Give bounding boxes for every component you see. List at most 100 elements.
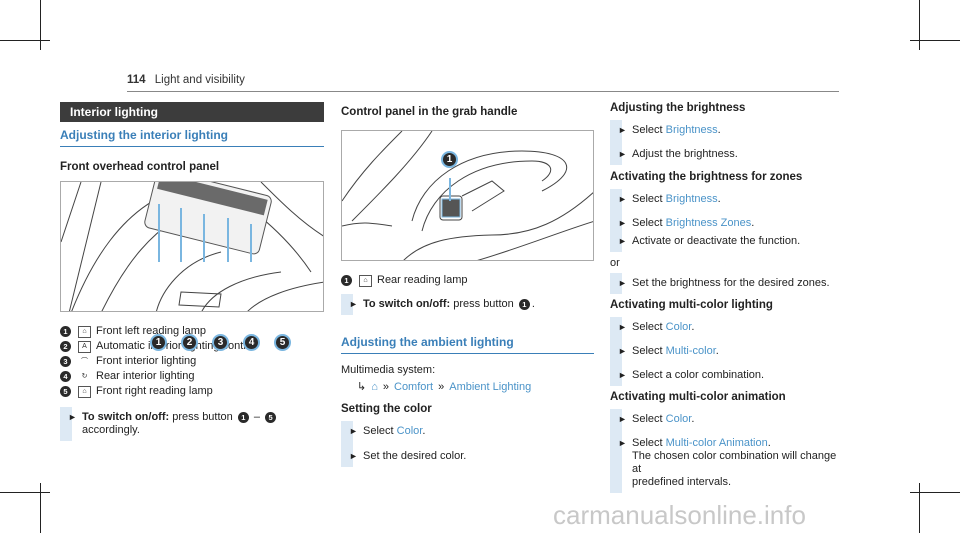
multicolor-steps: ►Select Color. ►Select Multi-color. ►Sel… — [610, 317, 840, 386]
step-text: Select — [632, 413, 663, 425]
legend-number: 5 — [60, 386, 71, 397]
menu-link-color: Color — [665, 321, 692, 333]
right-column: Adjusting the brightness ►Select Brightn… — [610, 102, 840, 493]
menu-link-color: Color — [665, 413, 692, 425]
overhead-panel-figure: 1 2 3 4 5 — [60, 181, 324, 351]
step-end: . — [422, 425, 426, 437]
step-text: Select — [632, 217, 663, 229]
step-end: . — [751, 217, 755, 229]
step-item: ► Set the brightness for the desired zone… — [610, 277, 840, 290]
reading-lamp-icon: ⌂ — [78, 325, 91, 338]
step-item: ► Set the desired color. — [341, 450, 594, 463]
arrow-right-icon: ► — [618, 218, 627, 228]
step-band — [341, 294, 353, 315]
arrow-right-icon: ► — [618, 125, 627, 135]
step-item: ►Select Multi-color Animation. The chose… — [610, 437, 840, 489]
step-end: . — [767, 437, 771, 449]
step-item: ►Select Color. — [610, 321, 840, 334]
path-arrow-icon: ↳ — [357, 381, 367, 393]
step-text: press button — [172, 411, 233, 423]
arrow-right-icon: ► — [349, 426, 358, 436]
legend-number: 1 — [341, 275, 352, 286]
zone-steps: ► Select Brightness. ► Select Brightness Z… — [610, 189, 840, 252]
step-end: . — [691, 413, 695, 425]
crop-mark — [0, 492, 50, 493]
arrow-right-icon: ► — [618, 346, 627, 356]
arrow-right-icon: ► — [618, 438, 627, 448]
rear-interior-light-icon: ↻ — [81, 373, 88, 380]
legend-number: 2 — [60, 341, 71, 352]
grab-handle-illustration — [342, 131, 593, 260]
step-label: To switch on/off: — [363, 298, 451, 310]
step-item: ► To switch on/off: press button 1. — [341, 298, 594, 311]
legend-text: Rear reading lamp — [377, 274, 468, 286]
step-text: Select — [632, 345, 663, 357]
step-text: Select — [363, 425, 394, 437]
step-text: Set the brightness for the desired zones… — [632, 277, 830, 289]
callout-1: 1 — [441, 151, 458, 168]
overhead-panel-illustration — [61, 182, 323, 311]
heading-multicolor: Activating multi-color lighting — [610, 299, 773, 311]
step-band — [610, 409, 622, 493]
arrow-right-icon: ► — [68, 412, 77, 422]
crop-mark — [910, 40, 960, 41]
step-item: ►Select Brightness. — [610, 124, 840, 137]
legend-item: 1⌂Rear reading lamp — [341, 273, 594, 288]
menu-path: ↳ ⌂ » Comfort » Ambient Lighting — [341, 380, 594, 394]
heading-brightness: Adjusting the brightness — [610, 102, 746, 114]
arrow-right-icon: ► — [618, 149, 627, 159]
home-icon: ⌂ — [371, 380, 378, 393]
system-label: Multimedia system: — [341, 364, 436, 376]
button-ref-5: 5 — [265, 412, 277, 423]
page-title: Light and visibility — [154, 74, 245, 86]
button-ref-1: 1 — [518, 299, 530, 310]
front-interior-light-icon: ⌒ — [81, 358, 88, 365]
menu-link-brightness: Brightness — [665, 193, 718, 205]
figure-heading: Control panel in the grab handle — [341, 106, 518, 118]
setting-heading: Setting the color — [341, 403, 432, 415]
legend-item: 4↻Rear interior lighting — [60, 369, 324, 384]
step-band — [610, 189, 622, 252]
arrow-right-icon: ► — [618, 236, 627, 246]
menu-link-brightness-zones: Brightness Zones — [665, 217, 752, 229]
step-label: To switch on/off: — [82, 411, 170, 423]
step-text: Select — [632, 193, 663, 205]
switch-step: ► To switch on/off: press button 1. — [341, 294, 594, 315]
crop-mark — [40, 0, 41, 50]
step-item: ► Select Color. — [610, 413, 840, 426]
switch-step: ► To switch on/off: press button 1 – 5 a… — [60, 407, 324, 441]
legend-number: 3 — [60, 356, 71, 367]
path-ambient-lighting: Ambient Lighting — [449, 380, 532, 393]
step-band — [341, 421, 353, 467]
step-band — [610, 120, 622, 165]
step-band — [610, 317, 622, 386]
step-item: ►Adjust the brightness. — [610, 148, 840, 161]
legend-text: Front interior lighting — [96, 355, 197, 367]
animation-steps: ► Select Color. ►Select Multi-color Anima… — [610, 409, 840, 493]
legend-list: 1⌂Rear reading lamp — [341, 273, 594, 288]
watermark: carmanualsonline.info — [553, 500, 806, 530]
reading-lamp-icon: ⌂ — [78, 385, 91, 398]
heading-brightness-zones: Activating the brightness for zones — [610, 171, 803, 183]
step-item: ► Select Brightness Zones. — [610, 217, 840, 230]
step-end: . — [717, 193, 721, 205]
step-end: . — [717, 124, 721, 136]
crop-mark — [0, 40, 50, 41]
step-item: ► Select Color. — [341, 425, 594, 438]
arrow-right-icon: ► — [618, 194, 627, 204]
step-text: Activate or deactivate the function. — [632, 235, 801, 247]
step-text: Select — [632, 321, 663, 333]
arrow-right-icon: ► — [349, 451, 358, 461]
button-ref-1: 1 — [237, 412, 249, 423]
step-text: Select a color combination. — [632, 369, 765, 381]
left-column: Interior lighting Adjusting the interior… — [60, 102, 324, 441]
heading-multicolor-animation: Activating multi-color animation — [610, 391, 786, 403]
arrow-right-icon: ► — [618, 278, 627, 288]
step-item: ► Activate or deactivate the function. — [610, 235, 840, 248]
legend-text: Front left reading lamp — [96, 325, 207, 337]
legend-item: 1⌂Front left reading lamp — [60, 324, 324, 339]
step-note: predefined intervals. — [632, 476, 732, 488]
page-number: 114 — [127, 74, 146, 86]
crop-mark — [919, 483, 920, 533]
arrow-right-icon: ► — [618, 414, 627, 424]
